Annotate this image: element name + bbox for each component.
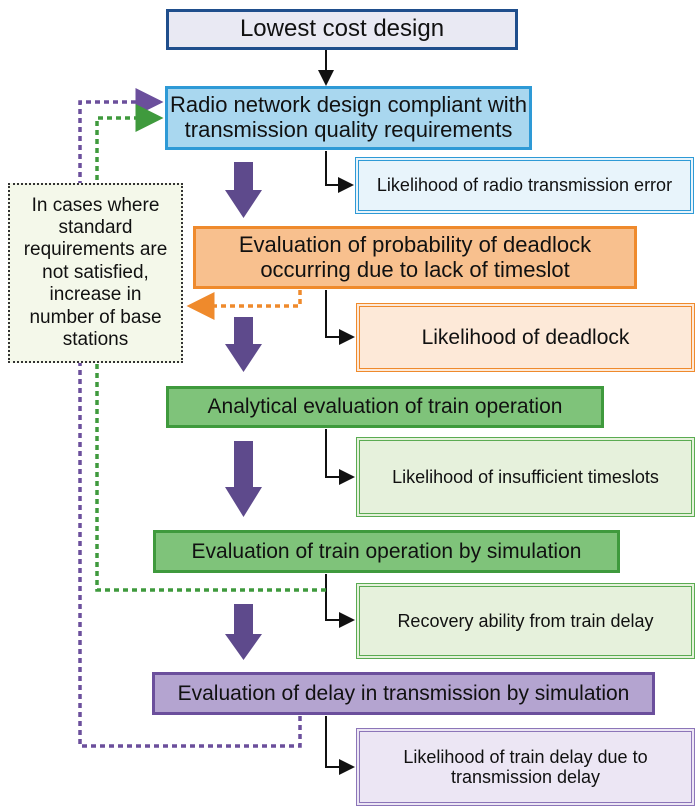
step-lowest-cost-design: Lowest cost design [166, 9, 518, 50]
down-arrow-3 [225, 441, 262, 517]
connector-simop-result [325, 574, 355, 628]
step-train-operation-simulation: Evaluation of train operation by simulat… [153, 530, 620, 573]
connector-analytical-result [325, 429, 355, 485]
step-radio-network-design: Radio network design compliant with tran… [165, 86, 532, 150]
result-radio-transmission-error: Likelihood of radio transmission error [355, 157, 694, 214]
feedback-note: In cases where standard requirements are… [8, 183, 183, 363]
result-deadlock: Likelihood of deadlock [356, 303, 695, 372]
down-arrow-2 [225, 317, 262, 372]
down-arrow-4 [225, 604, 262, 660]
connector-deadlock-result [325, 290, 355, 345]
result-recovery-ability: Recovery ability from train delay [356, 583, 695, 659]
feedback-line-green [95, 104, 326, 592]
result-train-delay: Likelihood of train delay due to transmi… [356, 728, 695, 806]
feedback-line-purple [78, 88, 302, 748]
feedback-line-orange [186, 290, 302, 320]
step-analytical-evaluation: Analytical evaluation of train operation [166, 386, 604, 428]
connector-radio-result [325, 151, 354, 193]
connector-simdelay-result [325, 716, 355, 775]
step-deadlock-evaluation: Evaluation of probability of deadlock oc… [193, 226, 637, 289]
step-transmission-delay-simulation: Evaluation of delay in transmission by s… [152, 672, 655, 715]
result-insufficient-timeslots: Likelihood of insufficient timeslots [356, 437, 695, 517]
down-arrow-1 [225, 162, 262, 218]
